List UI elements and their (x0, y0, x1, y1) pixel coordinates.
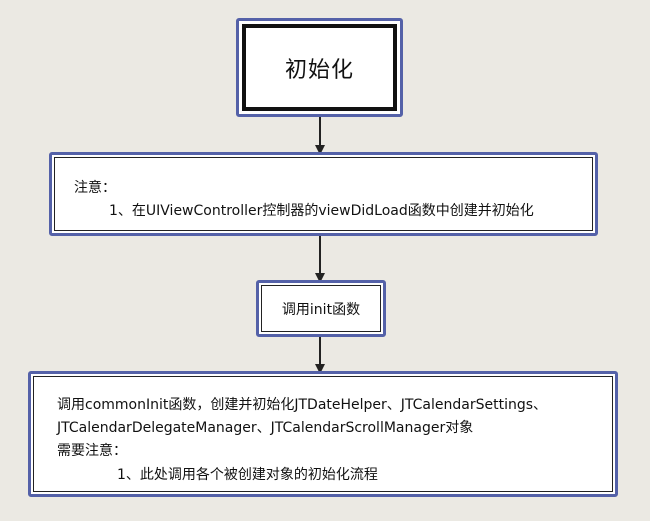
common-init-line-1: 调用commonInit函数，创建并初始化JTDateHelper、JTCale… (57, 397, 548, 413)
init-node-frame (242, 24, 397, 111)
common-init-line-2: JTCalendarDelegateManager、JTCalendarScro… (57, 420, 474, 436)
call-init-label: 调用init函数 (281, 301, 361, 318)
call-init-node-frame (261, 285, 381, 332)
note-node: 注意： 1、在UIViewController控制器的viewDidLoad函数… (49, 152, 598, 236)
init-node: 初始化 (236, 18, 403, 117)
common-init-node: 调用commonInit函数，创建并初始化JTDateHelper、JTCale… (28, 371, 618, 497)
init-node-label: 初始化 (284, 57, 354, 83)
note-item: 1、在UIViewController控制器的viewDidLoad函数中创建并… (109, 203, 534, 219)
common-init-node-frame (33, 376, 613, 492)
call-init-node: 调用init函数 (256, 280, 386, 337)
common-init-line-4: 1、此处调用各个被创建对象的初始化流程 (117, 467, 378, 483)
note-node-frame (54, 157, 593, 231)
note-title: 注意： (74, 180, 116, 196)
common-init-line-3: 需要注意： (57, 443, 127, 459)
